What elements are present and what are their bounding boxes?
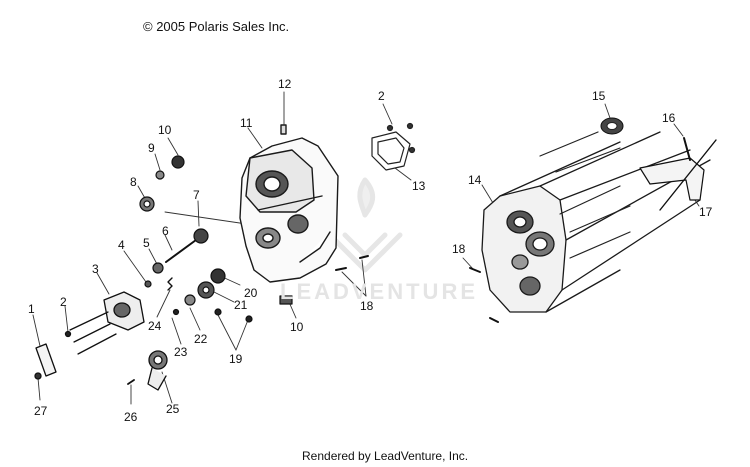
shaft-and-gears [139,155,293,323]
callout-17[interactable]: 17 [699,205,713,219]
callout-4[interactable]: 4 [118,238,125,252]
cover-gasket [371,122,416,171]
callout-5[interactable]: 5 [143,236,150,250]
callout-26[interactable]: 26 [124,410,138,424]
callout-22[interactable]: 22 [194,332,208,346]
callout-23[interactable]: 23 [174,345,188,359]
callout-10-lower[interactable]: 10 [290,320,304,334]
callout-1[interactable]: 1 [28,302,35,316]
callout-13[interactable]: 13 [412,179,426,193]
callout-25[interactable]: 25 [166,402,180,416]
callout-12[interactable]: 12 [278,77,292,91]
callout-16[interactable]: 16 [662,111,676,125]
callout-11[interactable]: 11 [240,116,253,130]
callout-10[interactable]: 10 [158,123,172,137]
callout-8[interactable]: 8 [130,175,137,189]
callout-24[interactable]: 24 [148,319,162,333]
mount-bracket [639,137,717,211]
callout-3[interactable]: 3 [92,262,99,276]
dowel-pins [335,255,499,323]
callout-21[interactable]: 21 [234,298,248,312]
callout-20[interactable]: 20 [244,286,258,300]
callout-2[interactable]: 2 [378,89,385,103]
cover-bolts [539,131,631,259]
leader-lines [32,91,700,405]
transmission-housing [239,124,339,283]
transmission-cover [481,131,711,313]
callout-18-lower[interactable]: 18 [360,299,374,313]
callout-14[interactable]: 14 [468,173,482,187]
callout-18[interactable]: 18 [452,242,466,256]
callout-2-lower[interactable]: 2 [60,295,67,309]
callout-27[interactable]: 27 [34,404,48,418]
watermark-text: LEADVENTURE [280,279,479,304]
oil-seal [600,117,624,135]
bearing-plate [64,291,145,355]
bearing-assembly [127,350,168,391]
rendered-by-footer: Rendered by LeadVenture, Inc. [302,449,469,463]
copyright-notice: © 2005 Polaris Sales Inc. [143,19,290,34]
callout-7[interactable]: 7 [193,188,200,202]
callout-6[interactable]: 6 [162,224,169,238]
callout-15[interactable]: 15 [592,89,606,103]
lever-arm [34,343,57,380]
callout-9[interactable]: 9 [148,141,155,155]
callout-19[interactable]: 19 [229,352,243,366]
watermark-logo [327,177,403,273]
